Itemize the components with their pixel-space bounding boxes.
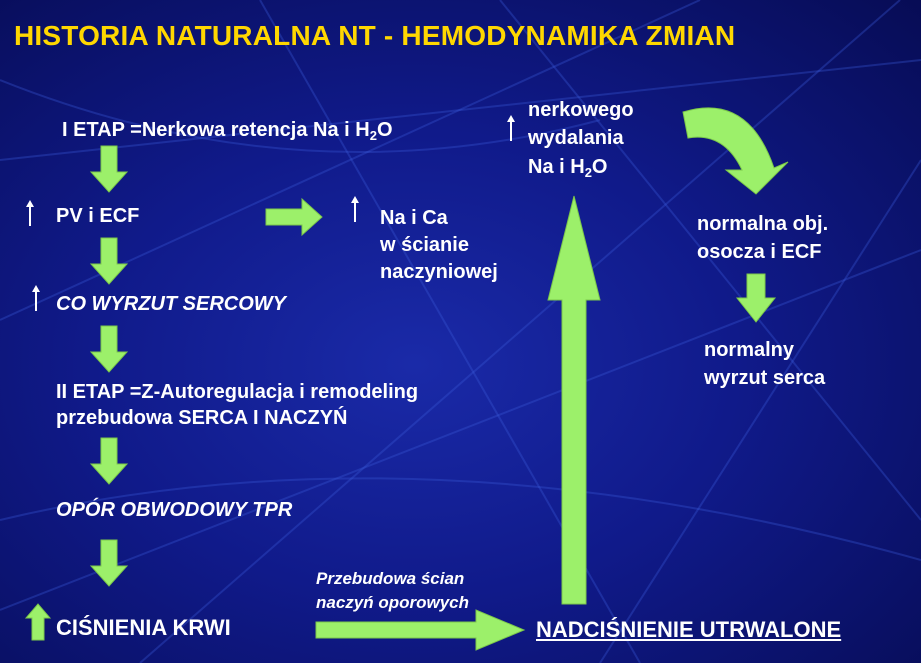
- tpr-label: OPÓR OBWODOWY TPR: [56, 499, 293, 521]
- excretion-subscript: 2: [584, 165, 592, 180]
- pv-ecf-label: PV i ECF: [56, 205, 140, 227]
- step1-subscript: 2: [369, 128, 377, 143]
- remodel-line1: Przebudowa ścian: [316, 569, 465, 588]
- up-arrow-icon: [507, 115, 515, 141]
- step2-line2: przebudowa SERCA I NACZYŃ: [56, 407, 348, 429]
- blood-pressure-label: CIŚNIENIA KRWI: [56, 615, 231, 640]
- step1-suffix: O: [376, 119, 393, 141]
- step2-line1: II ETAP =Z-Autoregulacja i remodeling: [56, 381, 419, 403]
- excretion-line1: nerkowego: [528, 99, 634, 121]
- slide-title: HISTORIA NATURALNA NT - HEMODYNAMIKA ZMI…: [14, 20, 736, 51]
- up-arrow-icon: [32, 285, 40, 311]
- na-ca-line2: w ścianie: [380, 234, 469, 256]
- normal-output-line2: wyrzut serca: [704, 367, 826, 389]
- excretion-suffix: O: [591, 156, 608, 178]
- up-arrow-icon: [351, 196, 359, 222]
- excretion-line2: wydalania: [528, 127, 624, 149]
- na-ca-line1: Na i Ca: [380, 207, 448, 229]
- excretion-line3: Na i H2O: [528, 155, 607, 180]
- na-ca-line3: naczyniowej: [380, 261, 498, 283]
- up-arrow-icon: [26, 200, 34, 226]
- excretion-prefix: Na i H: [528, 156, 585, 178]
- cardiac-output-label: CO WYRZUT SERCOWY: [56, 293, 286, 315]
- normal-output-line1: normalny: [704, 339, 795, 361]
- established-hypertension-label: NADCIŚNIENIE UTRWALONE: [536, 617, 842, 642]
- remodel-line2: naczyń oporowych: [316, 593, 470, 612]
- normal-volume-line1: normalna obj.: [697, 213, 829, 235]
- normal-volume-line2: osocza i ECF: [697, 241, 822, 263]
- step1-text: I ETAP =Nerkowa retencja Na i H2O: [62, 118, 393, 143]
- step1-label: I ETAP =Nerkowa retencja Na i H: [62, 119, 370, 141]
